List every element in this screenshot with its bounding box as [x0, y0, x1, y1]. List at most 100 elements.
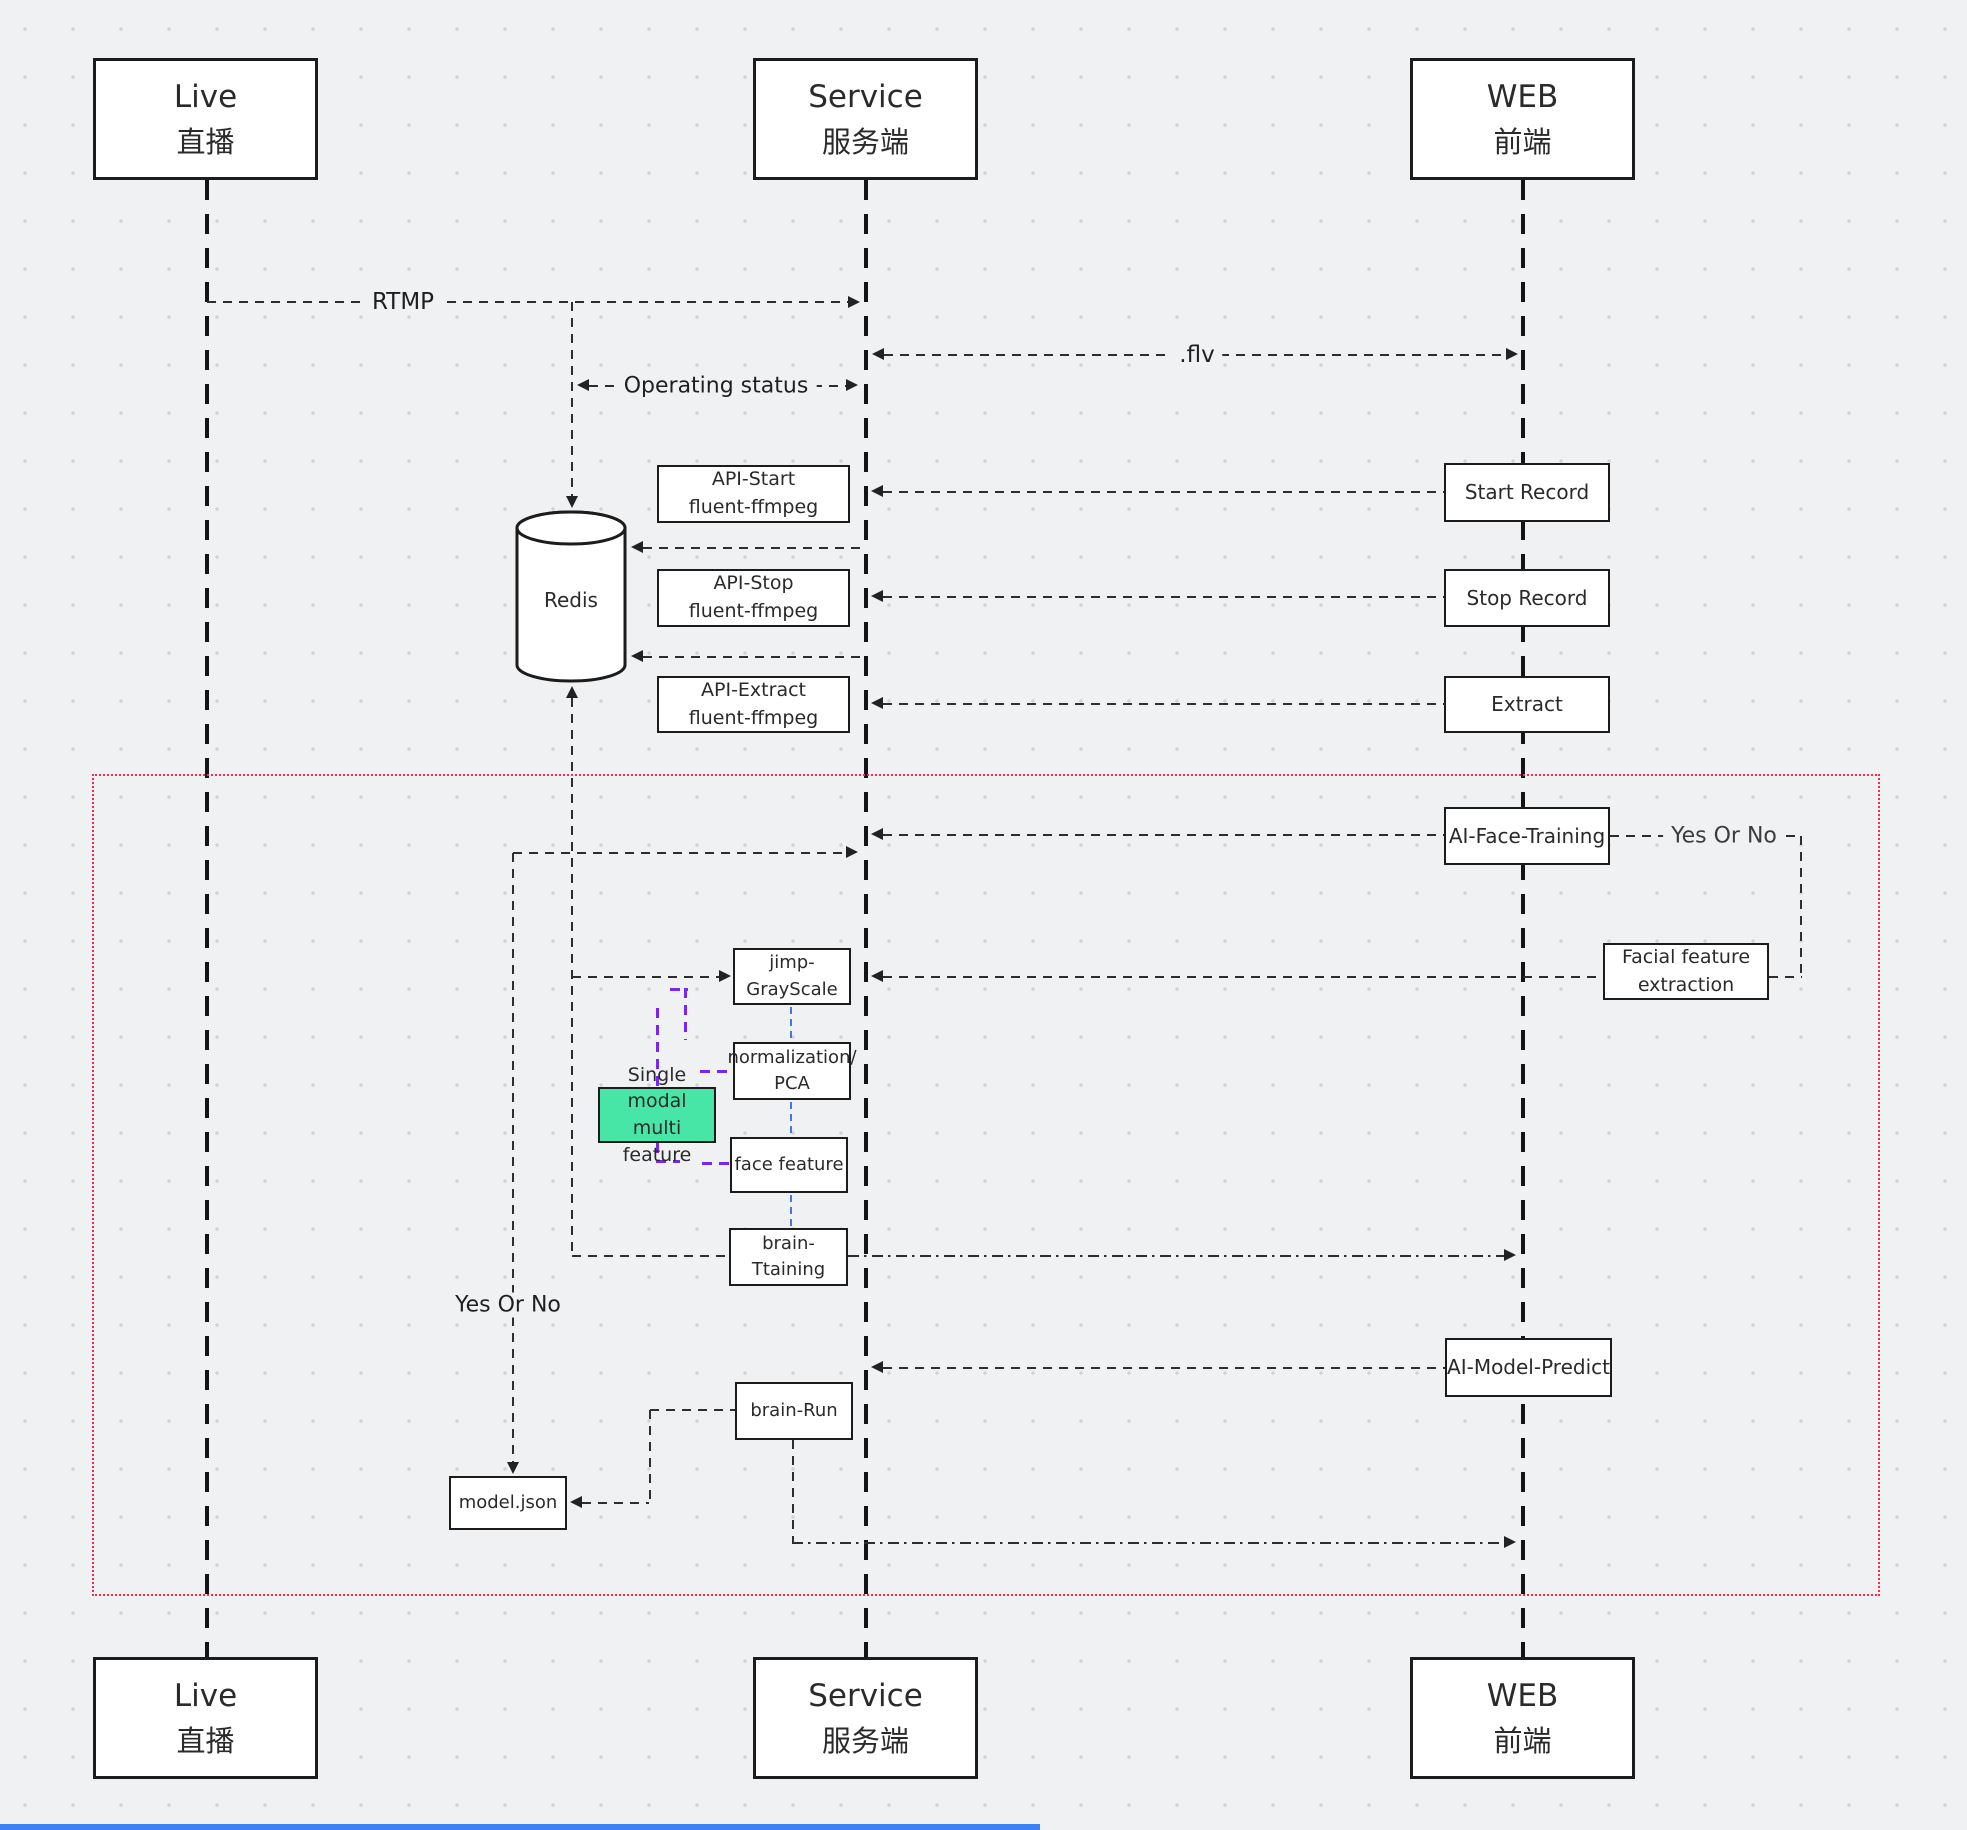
yes-or-no-right-label[interactable]: Yes Or No	[1663, 823, 1785, 849]
page-boundary-bar	[0, 1824, 1040, 1830]
training-group-frame	[92, 774, 1880, 1596]
api-extract-box[interactable]: API-Extract fluent-ffmpeg	[657, 676, 850, 733]
api-start-line2: fluent-ffmpeg	[688, 496, 819, 518]
face-feature-box[interactable]: face feature	[730, 1137, 848, 1193]
facial-feature-line1: Facial feature	[1621, 945, 1751, 968]
actor-live-bottom[interactable]: Live 直播	[93, 1657, 318, 1779]
yes-or-no-left-label[interactable]: Yes Or No	[447, 1292, 569, 1318]
api-extract-line1: API-Extract	[701, 678, 806, 701]
api-stop-line2: fluent-ffmpeg	[688, 600, 819, 622]
start-record-label: Start Record	[1464, 480, 1590, 504]
actor-service-bottom[interactable]: Service 服务端	[753, 1657, 978, 1779]
actor-live-bottom-en: Live	[173, 1678, 238, 1714]
rtmp-edge-label[interactable]: RTMP	[363, 289, 443, 315]
edge-yes-no-left-v	[512, 853, 515, 1462]
actor-web-top[interactable]: WEB 前端	[1410, 58, 1635, 180]
actor-service-top-en: Service	[808, 79, 923, 115]
single-modal-box[interactable]: Single modal multi feature	[598, 1064, 716, 1166]
ai-face-training-label: AI-Face-Training	[1448, 823, 1606, 848]
edge-yes-no-right-h2	[1769, 976, 1802, 979]
jimp-grayscale-box[interactable]: jimp-GrayScale	[733, 948, 851, 1005]
actor-live-top-zh: 直播	[176, 124, 235, 159]
stop-record-box[interactable]: Stop Record	[1444, 569, 1610, 627]
arrowhead-facial	[871, 970, 883, 982]
lifeline-web	[1521, 180, 1525, 1657]
api-start-box[interactable]: API-Start fluent-ffmpeg	[657, 465, 850, 523]
brain-run-box[interactable]: brain-Run	[735, 1382, 853, 1440]
api-stop-line1: API-Stop	[713, 572, 794, 595]
api-start-line1: API-Start	[711, 468, 796, 491]
edge-purple-to-face-feature	[702, 1162, 731, 1165]
edge-extract	[883, 703, 1444, 706]
arrowhead-return-redis-1	[631, 541, 643, 553]
edge-yes-no-right-v	[1800, 836, 1803, 977]
edge-purple-bottom-v	[656, 1143, 659, 1162]
single-modal-line1: Single modal	[627, 1063, 687, 1113]
edge-rtmp	[207, 301, 848, 304]
normalization-box[interactable]: normalization/ PCA	[727, 1042, 857, 1100]
lifeline-live	[205, 180, 209, 1657]
actor-web-bottom-en: WEB	[1486, 1678, 1559, 1714]
actor-service-bottom-zh: 服务端	[821, 1723, 909, 1758]
edge-purple-top-stub	[670, 988, 688, 991]
redis-cylinder[interactable]	[515, 510, 627, 687]
edge-ai-face-training	[883, 834, 1444, 837]
arrowhead-flv-service	[872, 348, 884, 360]
edge-purple-top-v	[684, 988, 687, 1040]
start-record-box[interactable]: Start Record	[1444, 463, 1610, 522]
model-json-box[interactable]: model.json	[449, 1476, 567, 1530]
arrowhead-redis-bottom	[566, 686, 578, 698]
arrowhead-rtmp	[848, 296, 860, 308]
edge-brain-run-h2	[582, 1502, 649, 1505]
actor-service-top-zh: 服务端	[821, 124, 909, 159]
arrowhead-ai-face-training	[871, 828, 883, 840]
api-stop-box[interactable]: API-Stop fluent-ffmpeg	[657, 569, 850, 627]
flv-edge-label[interactable]: .flv	[1171, 342, 1223, 368]
ai-model-predict-box[interactable]: AI-Model-Predict	[1445, 1338, 1612, 1397]
facial-feature-line2: extraction	[1637, 973, 1735, 996]
arrowhead-start-record	[871, 485, 883, 497]
edge-brain-run-bottom-v	[792, 1440, 795, 1543]
single-modal-line2: multi feature	[622, 1117, 692, 1166]
lifeline-service	[864, 180, 868, 1657]
actor-service-top[interactable]: Service 服务端	[753, 58, 978, 180]
arrowhead-ai-model-predict	[871, 1361, 883, 1373]
arrowhead-yes-no-service	[846, 846, 858, 858]
ai-face-training-box[interactable]: AI-Face-Training	[1444, 807, 1610, 865]
arrowhead-extract	[871, 697, 883, 709]
arrowhead-model-json-right	[570, 1496, 582, 1508]
normalization-line1: normalization/	[727, 1046, 857, 1068]
arrowhead-model-json-top	[507, 1462, 519, 1474]
edge-redis-to-jimp	[572, 976, 719, 979]
edge-purple-to-normalization	[700, 1070, 731, 1073]
actor-service-bottom-en: Service	[808, 1678, 923, 1714]
edge-yes-no-left-h	[513, 852, 846, 855]
actor-live-top-en: Live	[173, 79, 238, 115]
edge-purple-bottom-stub	[656, 1160, 680, 1163]
actor-web-top-en: WEB	[1486, 79, 1559, 115]
edge-start-record	[883, 491, 1444, 494]
edge-brain-run-v	[649, 1410, 652, 1503]
extract-box[interactable]: Extract	[1444, 676, 1610, 733]
jimp-grayscale-label: jimp-GrayScale	[746, 952, 838, 1000]
edge-jimp-to-normalization	[790, 1007, 792, 1040]
edge-brain-run-h	[650, 1409, 735, 1412]
arrowhead-redis-top	[566, 496, 578, 508]
edge-purple-left-v	[656, 1008, 659, 1087]
operating-status-edge-label[interactable]: Operating status	[615, 373, 817, 399]
extract-label: Extract	[1491, 692, 1563, 716]
arrowhead-flv-web	[1506, 348, 1518, 360]
actor-live-top[interactable]: Live 直播	[93, 58, 318, 180]
brain-training-box[interactable]: brain-Ttaining	[729, 1228, 848, 1286]
arrowhead-jimp	[719, 970, 731, 982]
actor-web-bottom-zh: 前端	[1493, 1723, 1552, 1758]
actor-live-bottom-zh: 直播	[176, 1723, 235, 1758]
edge-rtmp-to-redis	[571, 302, 574, 498]
actor-web-top-zh: 前端	[1493, 124, 1552, 159]
facial-feature-box[interactable]: Facial feature extraction	[1603, 943, 1769, 1000]
edge-ai-model-predict	[883, 1367, 1445, 1370]
redis-label: Redis	[544, 588, 598, 612]
arrowhead-opstatus-left	[577, 379, 589, 391]
actor-web-bottom[interactable]: WEB 前端	[1410, 1657, 1635, 1779]
